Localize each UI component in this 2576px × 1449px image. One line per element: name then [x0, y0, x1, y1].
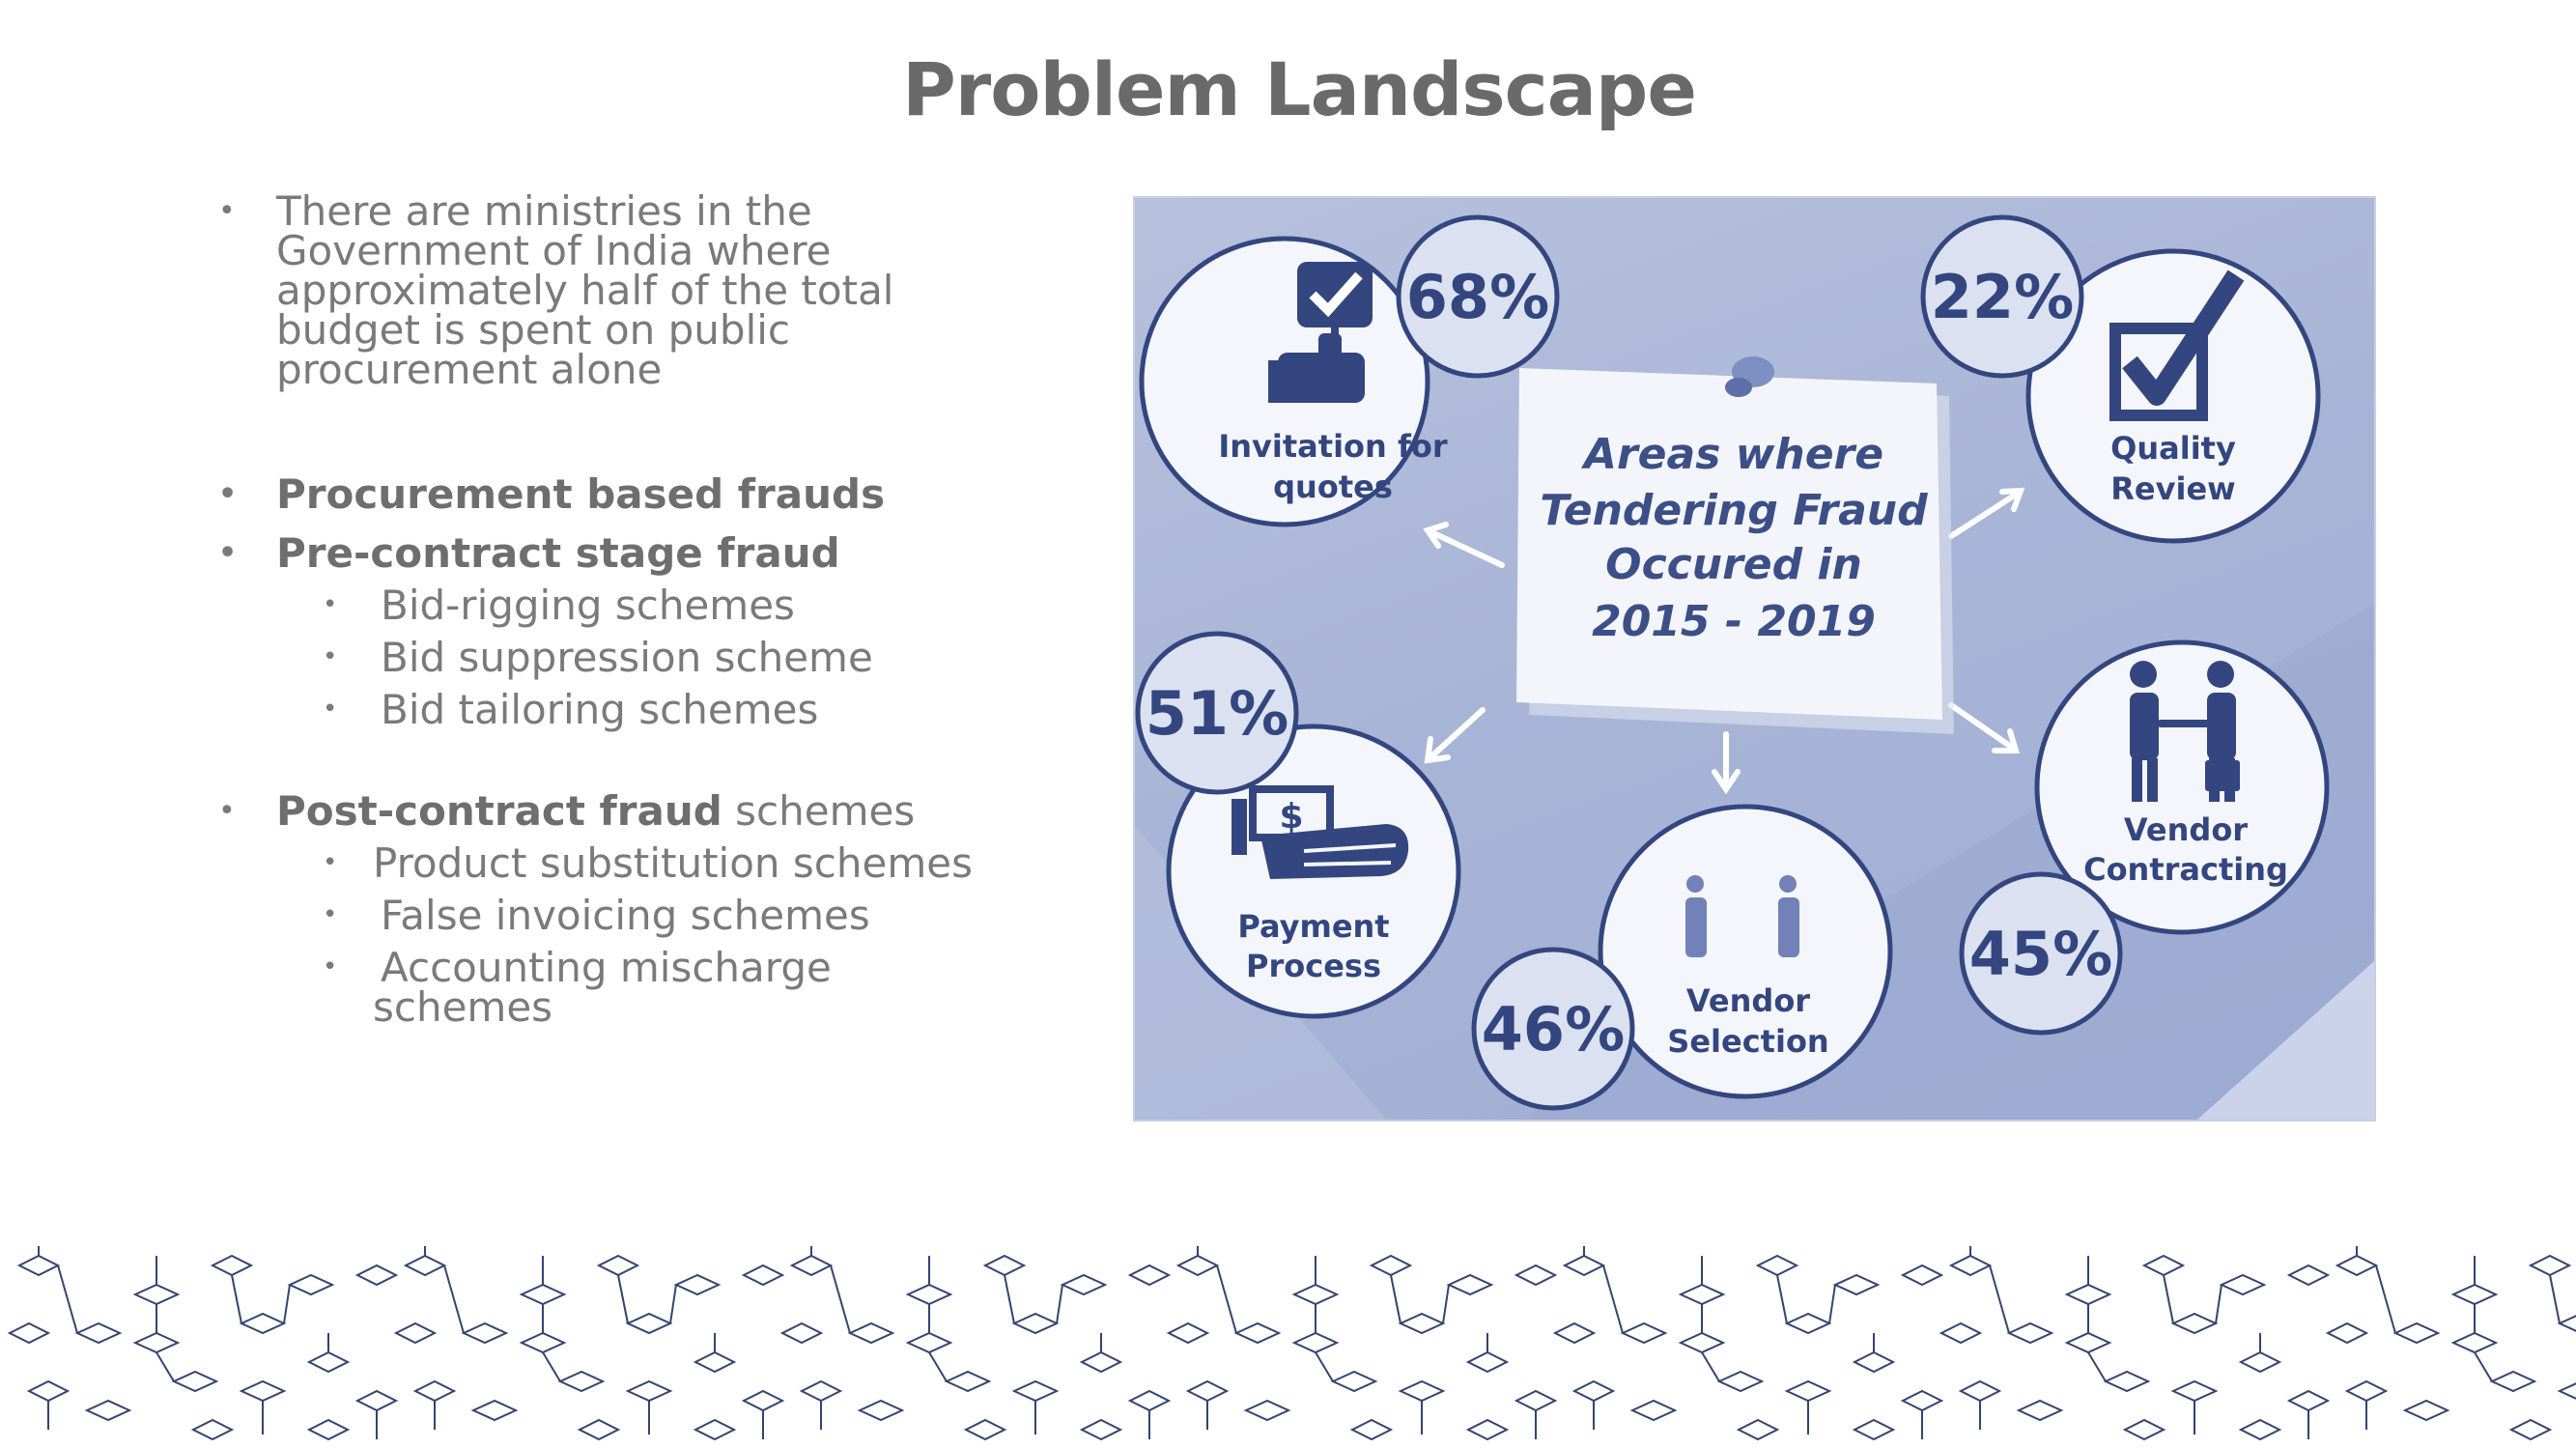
- area-quality-review: Quality Review 22%: [1920, 214, 2321, 544]
- two-people-icon: [1685, 875, 1799, 957]
- slide-title: Problem Landscape: [902, 46, 1697, 132]
- bullet-dot: •: [218, 194, 236, 228]
- note-line-3: Occured in: [1605, 540, 1862, 589]
- note-line-4: 2015 - 2019: [1592, 597, 1876, 646]
- area-percent: 22%: [1931, 262, 2074, 332]
- sub-bullet-bid-rigging: • Bid-rigging schemes: [323, 582, 795, 629]
- tendering-fraud-infographic: Areas where Tendering Fraud Occured in 2…: [1133, 196, 2376, 1122]
- area-label-line: Vendor: [1686, 982, 1810, 1019]
- area-vendor-selection: Vendor Selection 46%: [1471, 804, 1893, 1111]
- arrows: [1423, 487, 2025, 795]
- area-label-line: Process: [1246, 948, 1381, 984]
- blockchain-pattern-decoration: [9, 1245, 2576, 1440]
- thumbs-up-checkbox-icon: [1268, 262, 1373, 403]
- area-invitation-for-quotes: Invitation for quotes 68%: [1139, 214, 1560, 527]
- center-note: Areas where Tendering Fraud Occured in 2…: [1516, 356, 1954, 734]
- area-percent: 46%: [1482, 994, 1625, 1065]
- hand-money-icon: $: [1231, 785, 1409, 879]
- area-percent: 51%: [1146, 678, 1288, 749]
- bullet-list: • There are ministries in the Government…: [218, 187, 1072, 1031]
- area-percent: 45%: [1969, 919, 2112, 989]
- area-label-line: quotes: [1273, 469, 1393, 505]
- sub-bullet-product-substitution: • Product substitution schemes: [323, 839, 973, 887]
- area-percent: 68%: [1406, 262, 1549, 332]
- handshake-people-icon: [2130, 661, 2240, 802]
- bullet-post-contract: • Post-contract fraud schemes: [218, 787, 916, 835]
- note-line-2: Tendering Fraud: [1540, 486, 1928, 535]
- area-label-line: Selection: [1667, 1023, 1828, 1060]
- area-label-line: Payment: [1237, 908, 1389, 945]
- area-vendor-contracting: Vendor Contracting 45%: [1959, 639, 2330, 1036]
- sub-bullet-bid-tailoring: • Bid tailoring schemes: [323, 686, 819, 733]
- sub-bullet-bid-suppression: • Bid suppression scheme: [323, 634, 873, 681]
- area-label-line: Quality: [2110, 430, 2236, 467]
- infographic-svg: Areas where Tendering Fraud Occured in 2…: [1135, 214, 2374, 1120]
- note-line-1: Areas where: [1581, 430, 1883, 479]
- sub-bullet-false-invoicing: • False invoicing schemes: [323, 892, 870, 939]
- area-label-line: Invitation for: [1218, 428, 1447, 465]
- area-label-line: Vendor: [2124, 811, 2248, 848]
- bullet-pre-contract: • Pre-contract stage fraud: [218, 529, 840, 577]
- area-label-line: Review: [2110, 470, 2235, 507]
- area-label-line: Contracting: [2083, 851, 2288, 888]
- sub-bullet-accounting-mischarge: • Accounting mischarge schemes: [323, 944, 832, 1031]
- checkbox-checkmark-icon: [2109, 270, 2245, 421]
- bullet-procurement-frauds: • Procurement based frauds: [218, 470, 886, 518]
- area-payment-process: $ Payment Process 51%: [1135, 631, 1461, 1019]
- bullet-intro: • There are ministries in the Government…: [218, 187, 894, 393]
- svg-text:$: $: [1279, 797, 1303, 837]
